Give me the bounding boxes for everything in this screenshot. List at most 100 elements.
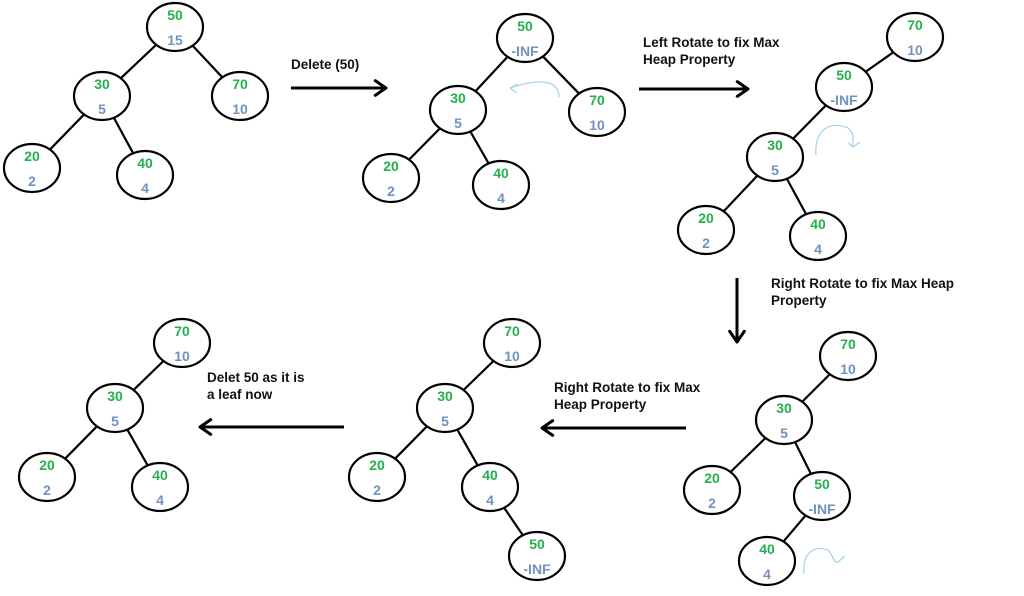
node-priority: 5 bbox=[780, 425, 788, 441]
tree-edge bbox=[469, 130, 490, 165]
node-key: 40 bbox=[137, 155, 153, 171]
node-circle bbox=[818, 330, 878, 382]
tree-node: 305 bbox=[85, 382, 145, 434]
step-label-delete: Delete (50) bbox=[291, 57, 360, 72]
tree-node: 30 5 bbox=[745, 131, 805, 183]
arrow-left-icon bbox=[540, 419, 686, 437]
tree-edge bbox=[126, 429, 149, 466]
node-circle bbox=[471, 159, 531, 211]
node-priority: 4 bbox=[141, 180, 149, 196]
node-priority: 4 bbox=[497, 190, 505, 206]
tree-node: 404 bbox=[737, 535, 797, 587]
node-circle bbox=[72, 70, 132, 122]
tree-node: 20 2 bbox=[17, 451, 77, 503]
node-priority: 2 bbox=[708, 495, 716, 511]
tree-edge bbox=[782, 514, 807, 543]
tree-node: 50 15 bbox=[145, 1, 205, 53]
step-label-right-rotate-1: Right Rotate to fix Max Heap Property bbox=[771, 276, 955, 308]
node-key: 70 bbox=[907, 17, 923, 33]
node-circle bbox=[2, 142, 62, 194]
node-priority: 5 bbox=[111, 413, 119, 429]
tree-edge bbox=[503, 507, 524, 536]
node-circle bbox=[145, 1, 205, 53]
node-priority: 5 bbox=[454, 115, 462, 131]
node-key: 40 bbox=[152, 467, 168, 483]
tree-edge bbox=[394, 425, 428, 460]
node-circle bbox=[130, 461, 190, 513]
node-key: 70 bbox=[504, 323, 520, 339]
node-circle bbox=[788, 210, 848, 262]
node-circle bbox=[115, 149, 175, 201]
node-priority: 4 bbox=[814, 241, 822, 257]
tree-edge bbox=[474, 56, 509, 92]
tree-edge bbox=[865, 51, 894, 73]
tree-node: 20 2 bbox=[347, 451, 407, 503]
node-priority: -INF bbox=[830, 92, 858, 108]
node-circle bbox=[682, 464, 742, 516]
node-priority: -INF bbox=[511, 43, 539, 59]
node-key: 20 bbox=[39, 457, 55, 473]
node-circle bbox=[495, 12, 555, 64]
node-priority: 10 bbox=[504, 348, 520, 364]
tree-edge bbox=[112, 117, 135, 154]
rotate-right-hint-icon bbox=[815, 124, 861, 156]
tree-edge bbox=[408, 127, 441, 161]
tree-node: 305 bbox=[72, 70, 132, 122]
node-priority: 10 bbox=[589, 117, 605, 133]
node-circle bbox=[676, 204, 736, 256]
tree-edge bbox=[792, 104, 827, 140]
tree-edge bbox=[64, 425, 98, 460]
tree-edge bbox=[729, 437, 767, 473]
node-key: 20 bbox=[704, 470, 720, 486]
tree-edge bbox=[120, 43, 157, 80]
tree-node: 40 4 bbox=[471, 159, 531, 211]
node-key: 20 bbox=[24, 148, 40, 164]
tree-node: 50-INF bbox=[814, 61, 874, 113]
node-priority: -INF bbox=[523, 561, 551, 577]
tree-node: 202 bbox=[361, 152, 421, 204]
node-circle bbox=[737, 535, 797, 587]
rotate-right-hint-icon bbox=[803, 547, 846, 575]
tree-edge bbox=[801, 373, 831, 403]
node-key: 40 bbox=[482, 467, 498, 483]
node-key: 50 bbox=[167, 7, 183, 23]
arrow-down-icon bbox=[728, 278, 746, 344]
node-key: 20 bbox=[383, 158, 399, 174]
tree-node: 404 bbox=[788, 210, 848, 262]
node-priority: 5 bbox=[771, 162, 779, 178]
tree-node: 305 bbox=[415, 382, 475, 434]
node-key: 20 bbox=[369, 457, 385, 473]
tree-node: 50 -INF bbox=[507, 530, 567, 582]
node-priority: 4 bbox=[486, 492, 494, 508]
node-priority: 2 bbox=[702, 235, 710, 251]
tree-edge bbox=[785, 178, 808, 215]
node-key: 50 bbox=[529, 536, 545, 552]
node-circle bbox=[482, 317, 542, 369]
node-key: 40 bbox=[493, 165, 509, 181]
tree-node: 20 2 bbox=[676, 204, 736, 256]
node-key: 20 bbox=[698, 210, 714, 226]
node-priority: 5 bbox=[441, 413, 449, 429]
tree-node: 305 bbox=[428, 84, 488, 136]
step-label-right-rotate-2: Right Rotate to fix Max Heap Property bbox=[554, 380, 701, 412]
tree-edge bbox=[456, 429, 479, 466]
node-priority: 2 bbox=[43, 482, 51, 498]
node-circle bbox=[507, 530, 567, 582]
node-key: 30 bbox=[767, 137, 783, 153]
tree-edge bbox=[542, 55, 580, 95]
tree-edge bbox=[191, 44, 224, 79]
tree-edge bbox=[722, 174, 759, 213]
node-key: 70 bbox=[174, 323, 190, 339]
tree-edge bbox=[132, 360, 165, 391]
node-priority: 4 bbox=[763, 566, 771, 582]
node-priority: 15 bbox=[167, 32, 183, 48]
node-circle bbox=[567, 86, 627, 138]
arrow-right-icon bbox=[639, 80, 750, 98]
node-key: 70 bbox=[840, 336, 856, 352]
node-circle bbox=[361, 152, 421, 204]
node-priority: 2 bbox=[373, 482, 381, 498]
